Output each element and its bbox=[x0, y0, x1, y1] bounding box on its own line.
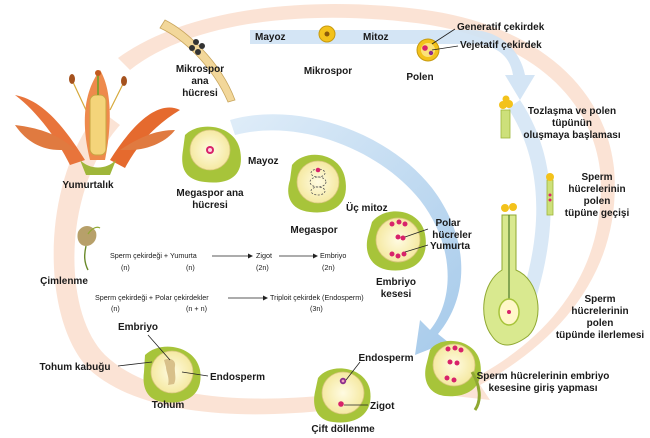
eq1-right-ploidy: (2n) bbox=[322, 263, 335, 272]
pollen-grain bbox=[416, 38, 440, 62]
label-tohum-kabugu: Tohum kabuğu bbox=[40, 362, 111, 373]
eq2-ploidy-a: (n) bbox=[111, 304, 120, 313]
label-megaspor-ana-1: Megaspor ana bbox=[176, 188, 244, 199]
label-embriyo-kesesi-2: kesesi bbox=[381, 289, 412, 300]
top-blue-arrow bbox=[250, 30, 535, 100]
eq1-ploidy-a: (n) bbox=[121, 263, 130, 272]
germination-seedling bbox=[77, 226, 101, 271]
label-sperm-ilerleme-1: Sperm bbox=[584, 294, 615, 305]
eq1-arrowhead-2 bbox=[313, 253, 318, 259]
eq2-arrowhead bbox=[263, 295, 268, 301]
eq2-right-ploidy: (3n) bbox=[310, 304, 323, 313]
label-sperm-gecis-1: Sperm bbox=[581, 172, 612, 183]
label-cimlenme: Çimlenme bbox=[40, 276, 88, 287]
eq1-mid: Zigot bbox=[256, 251, 272, 260]
inner-cycle-arrow bbox=[230, 114, 462, 355]
generatif-pointer bbox=[431, 28, 456, 45]
label-cift-dollenme: Çift döllenme bbox=[311, 424, 375, 435]
label-mikrospor-ana-3: hücresi bbox=[182, 88, 218, 99]
sperm-entering-sac bbox=[425, 340, 481, 411]
label-mikrospor: Mikrospor bbox=[304, 66, 352, 77]
equation-endosperm: Sperm çekirdeği + Polar çekirdekler (n) … bbox=[95, 293, 364, 313]
label-embriyo: Embriyo bbox=[118, 322, 158, 333]
tohum-kabugu-pointer bbox=[117, 361, 153, 367]
label-zigot: Zigot bbox=[370, 401, 395, 412]
label-sperm-ilerleme-4: tüpünde ilerlemesi bbox=[556, 330, 645, 341]
vejetatif-pointer bbox=[431, 45, 459, 51]
label-sperm-ilerleme-3: polen bbox=[587, 318, 614, 329]
pistil-with-pollen-tube bbox=[483, 203, 539, 346]
label-uc-mitoz: Üç mitoz bbox=[346, 201, 388, 214]
label-tohum: Tohum bbox=[152, 400, 185, 411]
label-vejetatif: Vejetatif çekirdek bbox=[460, 40, 542, 51]
label-embriyo-kesesi-1: Embriyo bbox=[376, 277, 416, 288]
label-yumurtalik: Yumurtalık bbox=[62, 180, 114, 191]
label-embriyo-giris-2: kesesine giriş yapması bbox=[489, 383, 598, 394]
polar-pointer bbox=[404, 228, 429, 238]
outer-cycle-arrow-left bbox=[53, 110, 330, 415]
microspore-cell bbox=[318, 25, 336, 43]
eq2-ploidy-b: (n + n) bbox=[186, 304, 207, 313]
anther-illustration bbox=[159, 19, 236, 103]
label-sperm-gecis-4: tüpüne geçişi bbox=[565, 208, 630, 219]
eq1-right: Embriyo bbox=[320, 251, 346, 260]
label-yumurta: Yumurta bbox=[430, 241, 470, 252]
megaspore-cell bbox=[288, 154, 346, 213]
outer-cycle-arrow bbox=[118, 3, 615, 401]
embriyo-pointer bbox=[147, 334, 171, 361]
label-mikrospor-ana-2: ana bbox=[191, 76, 209, 87]
endosperm-left-pointer bbox=[181, 371, 209, 377]
eq1-arrowhead-1 bbox=[248, 253, 253, 259]
label-mayoz-top: Mayoz bbox=[255, 32, 286, 43]
label-mikrospor-ana-1: Mikrospor bbox=[176, 64, 224, 75]
flower-illustration bbox=[15, 70, 180, 175]
equation-zygote: Sperm çekirdeği + Yumurta (n) (n) Zigot … bbox=[110, 251, 346, 272]
label-polen: Polen bbox=[406, 72, 433, 83]
eq1-ploidy-b: (n) bbox=[186, 263, 195, 272]
megaspore-mother-cell bbox=[182, 126, 241, 183]
eq2-right: Triploit çekirdek (Endosperm) bbox=[270, 293, 364, 302]
pollination-stigma bbox=[499, 95, 513, 139]
eq1-mid-ploidy: (2n) bbox=[256, 263, 269, 272]
label-sperm-ilerleme-2: hücrelerinin bbox=[571, 306, 628, 317]
label-generatif: Generatif çekirdek bbox=[457, 22, 545, 33]
label-mayoz-mid: Mayoz bbox=[248, 156, 279, 167]
label-endosperm-left: Endosperm bbox=[210, 372, 265, 383]
embryo-sac bbox=[366, 211, 426, 271]
label-tozlasma-3: oluşmaya başlaması bbox=[523, 130, 620, 141]
yumurta-pointer bbox=[404, 244, 429, 253]
sperm-tube-transition bbox=[546, 173, 554, 216]
right-blue-arrow bbox=[508, 100, 551, 330]
label-megaspor: Megaspor bbox=[290, 225, 337, 236]
label-polar-1: Polar bbox=[435, 218, 460, 229]
label-embriyo-giris-1: Sperm hücrelerinin embriyo bbox=[477, 371, 610, 382]
label-sperm-gecis-3: polen bbox=[584, 196, 611, 207]
label-polar-2: hücreler bbox=[432, 230, 472, 241]
label-mitoz-top: Mitoz bbox=[363, 32, 389, 43]
eq1-left: Sperm çekirdeği + Yumurta bbox=[110, 251, 197, 260]
endosperm-right-pointer bbox=[345, 361, 361, 381]
seed-cell bbox=[143, 346, 201, 403]
label-endosperm-right: Endosperm bbox=[358, 353, 413, 364]
eq2-left: Sperm çekirdeği + Polar çekirdekler bbox=[95, 293, 209, 302]
label-tozlasma-2: tüpünün bbox=[552, 118, 592, 129]
label-sperm-gecis-2: hücrelerinin bbox=[568, 184, 625, 195]
double-fertilization-cell bbox=[314, 368, 371, 423]
label-tozlasma-1: Tozlaşma ve polen bbox=[528, 106, 616, 117]
label-megaspor-ana-2: hücresi bbox=[192, 200, 228, 211]
